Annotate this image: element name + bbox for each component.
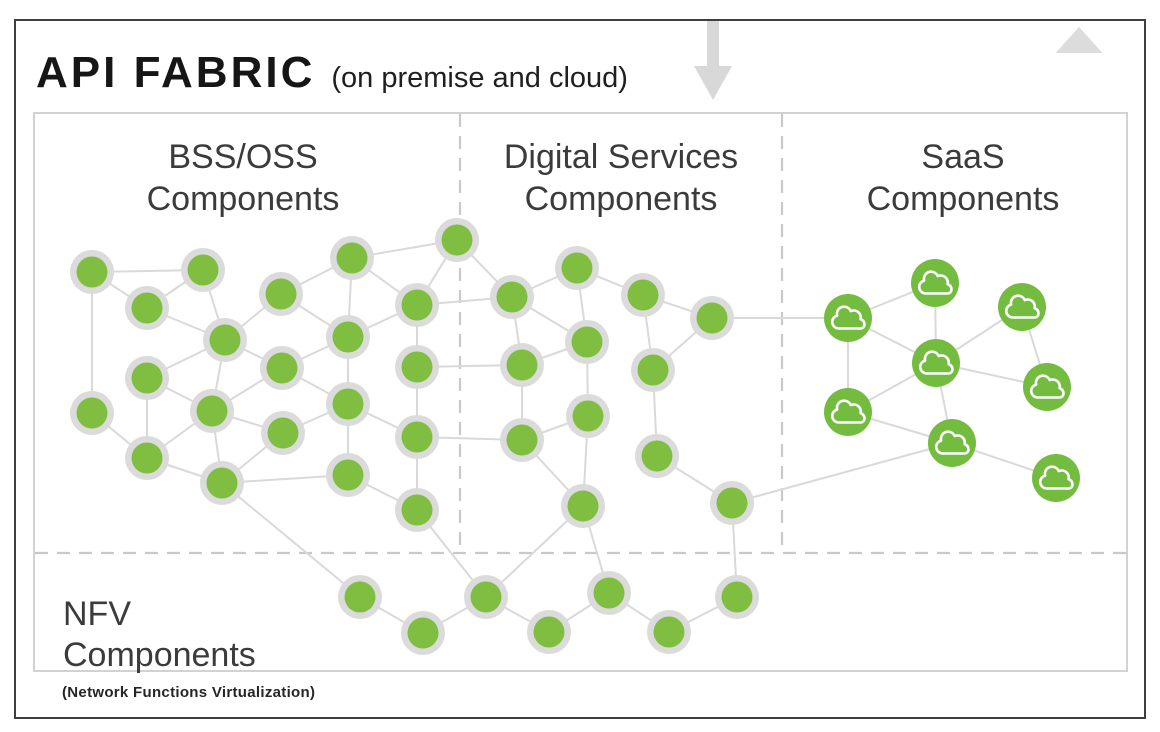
section-label-line: Components (63, 636, 256, 674)
fabric-box (33, 112, 1128, 672)
section-label-line: SaaS (921, 138, 1005, 176)
page-title: API FABRIC (36, 48, 316, 97)
section-label-line: Components (146, 180, 340, 218)
section-label-saas: SaaS Components (753, 136, 1160, 220)
nfv-footnote: (Network Functions Virtualization) (62, 684, 316, 701)
section-label-digital-services: Digital Services Components (411, 136, 831, 220)
section-label-line: NFV (63, 595, 131, 633)
header: API FABRIC (on premise and cloud) (36, 48, 628, 98)
section-label-bss-oss: BSS/OSS Components (33, 136, 453, 220)
page-subtitle: (on premise and cloud) (331, 62, 628, 94)
section-label-line: Components (866, 180, 1060, 218)
section-label-line: Components (524, 180, 718, 218)
section-label-line: BSS/OSS (168, 138, 318, 176)
section-label-nfv: NFV Components (63, 594, 256, 676)
section-label-line: Digital Services (503, 138, 739, 176)
